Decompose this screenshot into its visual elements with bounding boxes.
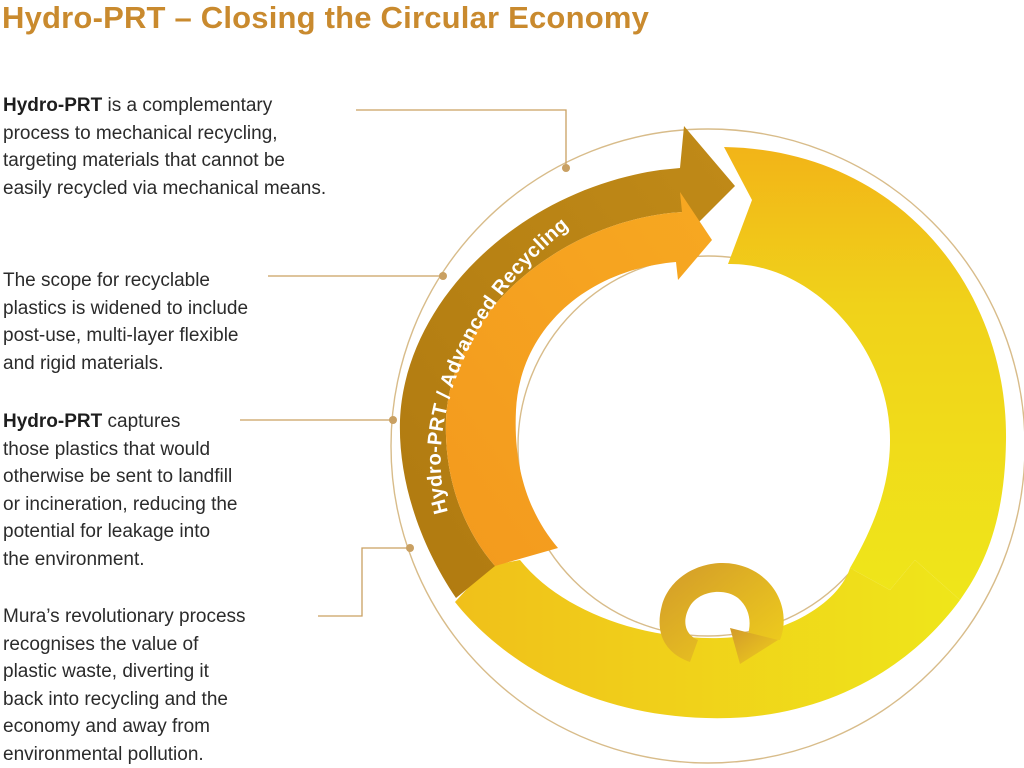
- paragraph-text: is a complementary process to mechanical…: [3, 95, 327, 199]
- connector-dot-3: [389, 416, 397, 424]
- paragraph-text: The scope for recyclable plastics is wid…: [3, 270, 249, 374]
- paragraph-complementary-process: Hydro-PRT is a complementary process to …: [3, 92, 423, 202]
- connector-dot-1: [562, 164, 570, 172]
- paragraph-bold-lead: Hydro-PRT: [3, 411, 103, 432]
- connector-dot-2: [439, 272, 447, 280]
- outer-ring: [390, 128, 1024, 764]
- paragraph-mura-process: Mura’s revolutionary process recognises …: [3, 603, 323, 768]
- refresh-loop-icon: [659, 562, 784, 664]
- connector-line-1: [356, 109, 567, 166]
- yellow-bottom-segment: [455, 560, 960, 719]
- paragraph-scope-widened: The scope for recyclable plastics is wid…: [3, 267, 333, 377]
- connector-lines: [240, 109, 567, 617]
- connector-line-4: [318, 547, 410, 617]
- paragraph-bold-lead: Hydro-PRT: [3, 95, 103, 116]
- page-title: Hydro-PRT – Closing the Circular Economy: [2, 0, 650, 35]
- dark-gold-arrow: [399, 126, 735, 598]
- paragraph-text: Mura’s revolutionary process recognises …: [3, 606, 246, 765]
- connector-dots: [389, 164, 570, 552]
- connector-dot-4: [406, 544, 414, 552]
- paragraph-captures-plastics: Hydro-PRT captures those plastics that w…: [3, 408, 313, 573]
- paragraph-text: captures those plastics that would other…: [3, 411, 238, 570]
- orange-arrow: [445, 192, 712, 566]
- yellow-cycle-segment: [724, 147, 1007, 600]
